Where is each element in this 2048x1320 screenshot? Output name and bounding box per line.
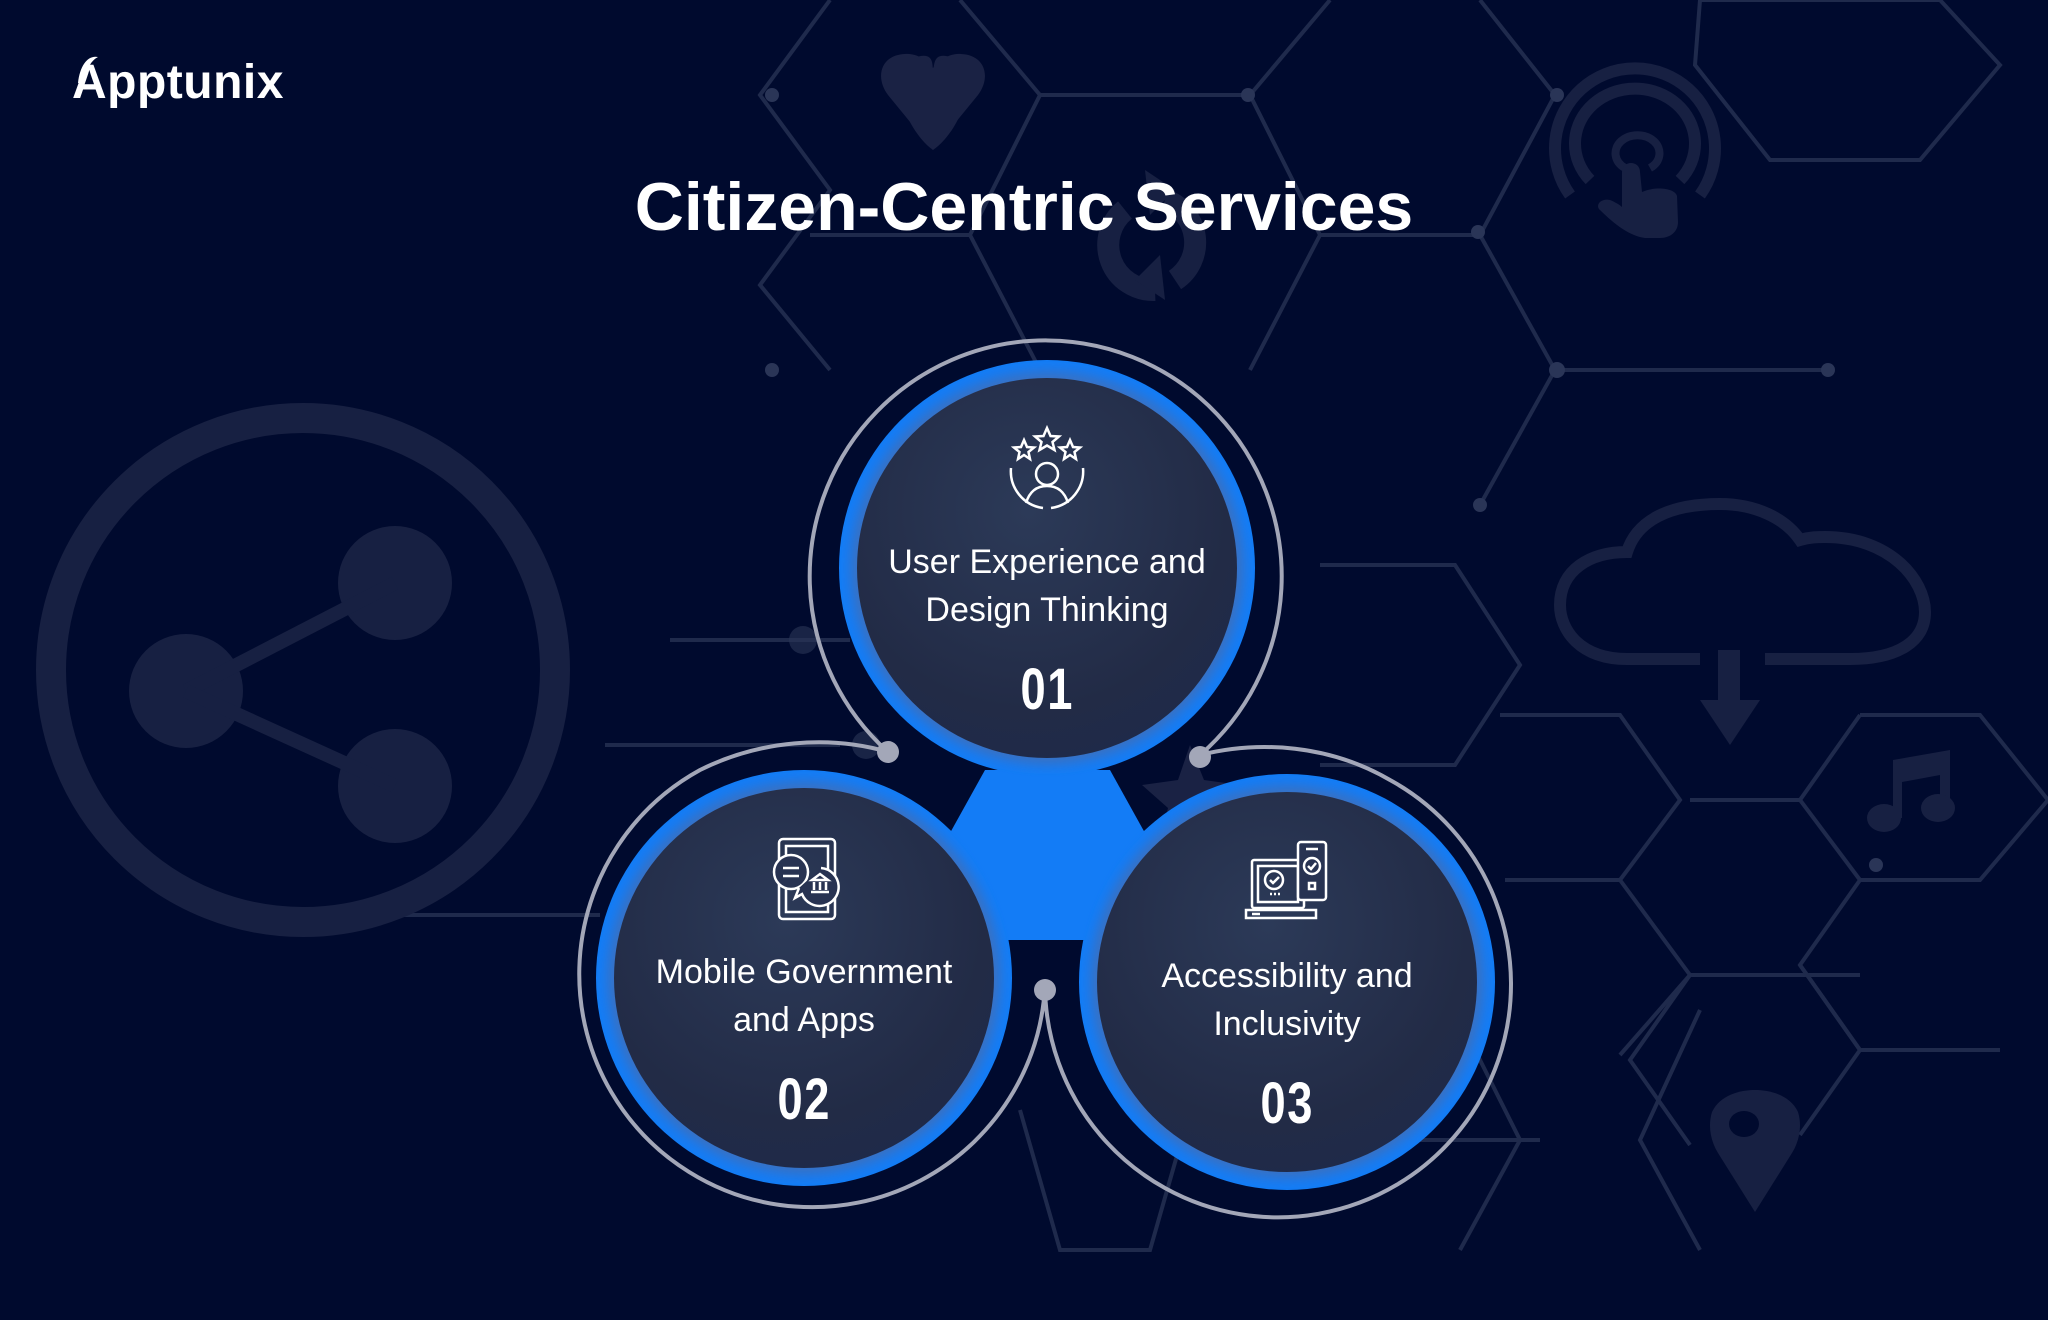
- node-2-disc: [596, 770, 1012, 1186]
- node-1-disc: [839, 360, 1255, 776]
- refresh-icon: [1097, 189, 1207, 302]
- hex-nodes: [765, 88, 1883, 872]
- tap-finger-icon: [1549, 62, 1721, 238]
- service-node-3[interactable]: Accessibility and Inclusivity 03: [1085, 780, 1489, 1184]
- page-title: Citizen-Centric Services: [634, 169, 1414, 245]
- apptunix-logo[interactable]: Apptunix: [72, 55, 284, 110]
- cloud-download-icon: [1553, 497, 1932, 745]
- service-node-2[interactable]: Mobile Government and Apps 02: [602, 776, 1006, 1180]
- service-number-3: 03: [1260, 1071, 1314, 1136]
- service-node-1[interactable]: User Experience and Design Thinking 01: [845, 366, 1249, 770]
- outer-rings: [577, 338, 1513, 1220]
- service-label-2: Mobile Government and Apps: [655, 953, 953, 1039]
- node-3-disc: [1079, 774, 1495, 1190]
- laptop-phone-check-icon: [1244, 840, 1328, 920]
- user-rating-stars-icon: [1009, 424, 1085, 510]
- connector-dots: [877, 741, 1211, 1001]
- location-pin-icon: [1710, 1090, 1800, 1212]
- service-number-2: 02: [777, 1067, 831, 1132]
- music-note-icon: [1867, 750, 1955, 832]
- service-label-1: User Experience and Design Thinking: [888, 543, 1206, 629]
- service-number-1: 01: [1020, 657, 1074, 722]
- share-icon: [36, 403, 570, 937]
- service-label-3: Accessibility and Inclusivity: [1161, 957, 1413, 1043]
- logo-arc-icon: [78, 56, 98, 83]
- mobile-government-chat-icon: [772, 837, 840, 921]
- logo-text: Apptunix: [72, 56, 284, 109]
